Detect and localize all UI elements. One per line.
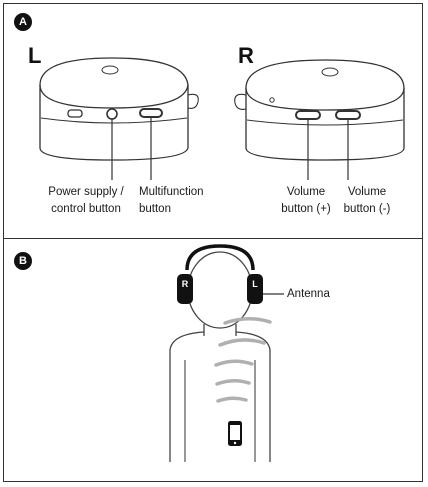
right-earcup (234, 59, 405, 161)
left-earcup-leaders (111, 117, 152, 180)
multi-label-line2: button (139, 203, 171, 215)
power-label-line1: Power supply / (48, 186, 124, 198)
volplus-label-line2: button (+) (281, 203, 331, 215)
phone-icon (228, 421, 242, 446)
volplus-label-line1: Volume (286, 186, 326, 198)
right-side-label: R (238, 43, 254, 68)
left-earcup (39, 57, 199, 161)
headphone-cups (177, 274, 263, 304)
volume-plus-label: Volume button (+) (270, 184, 342, 218)
section-divider (3, 238, 423, 239)
power-label-line2: control button (51, 203, 121, 215)
left-side-label: L (28, 43, 42, 68)
volume-minus-label: Volume button (-) (334, 184, 400, 218)
volminus-label-line1: Volume (347, 186, 387, 198)
volminus-label-line2: button (-) (343, 203, 391, 215)
power-button-label: Power supply / control button (38, 184, 134, 218)
figure-frame (3, 3, 423, 482)
section-a-badge: A (14, 13, 32, 31)
radio-waves (214, 317, 272, 403)
person-outline (169, 251, 271, 462)
section-b-badge: B (14, 252, 32, 270)
headband (185, 244, 255, 271)
cup-left-letter: L (252, 279, 258, 289)
cup-right-letter: R (181, 279, 189, 289)
right-earcup-leaders (307, 119, 349, 180)
antenna-label: Antenna (287, 288, 330, 300)
multi-label-line1: Multifunction (139, 186, 204, 198)
multifunction-button-label: Multifunction button (139, 184, 219, 218)
